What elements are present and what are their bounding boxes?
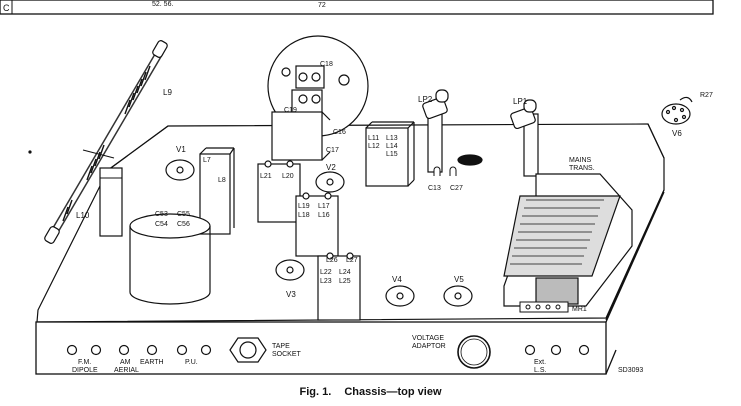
- label-l23: L23: [320, 278, 332, 285]
- label-l16: L16: [318, 212, 330, 219]
- lamp-holder-lp1: [510, 99, 539, 177]
- tuning-capacitor-c18-c19: [267, 35, 369, 161]
- header-note-mid: 72: [318, 2, 326, 9]
- panel-label-fm: F.M.: [78, 359, 91, 366]
- valve-base-v3: [275, 259, 305, 281]
- caption-title: Chassis—top view: [344, 386, 442, 398]
- valve-base-v5: [443, 285, 473, 307]
- panel-sockets: [66, 344, 590, 356]
- header-note-left: 52. 56.: [152, 1, 173, 8]
- panel-label-aerial: AERIAL: [114, 367, 139, 374]
- label-l11: L11: [368, 135, 379, 142]
- rectifier-mr1: [519, 301, 569, 313]
- panel-label-tape-2: SOCKET: [272, 351, 302, 358]
- capacitors-c13-c27: [433, 166, 457, 176]
- label-c17: C17: [326, 147, 339, 154]
- label-l15: L15: [386, 151, 398, 158]
- label-mains-1: MAINS: [569, 157, 592, 164]
- panel-label-am: AM: [120, 359, 131, 366]
- valve-v6: [661, 96, 693, 125]
- panel-label-earth: EARTH: [140, 359, 164, 366]
- label-l21: L21: [260, 173, 272, 180]
- label-c54: C54: [155, 221, 168, 228]
- label-c56: C56: [177, 221, 190, 228]
- panel-label-voltage-2: ADAPTOR: [412, 343, 446, 350]
- label-l10: L10: [76, 211, 90, 220]
- label-v4: V4: [392, 275, 402, 284]
- label-c16: C16: [333, 129, 346, 136]
- label-l18: L18: [298, 212, 310, 219]
- drawing-ref: SD3093: [618, 367, 643, 374]
- label-lp2: LP2: [418, 95, 433, 104]
- label-l12: L12: [368, 143, 380, 150]
- figure-caption: Fig. 1. Chassis—top view: [0, 386, 741, 398]
- label-c27: C27: [450, 185, 463, 192]
- label-l7: L7: [203, 157, 211, 164]
- panel-label-pu: P.U.: [185, 359, 198, 366]
- coil-can-l20-l21: [257, 160, 301, 223]
- coil-can-l16-l19: [295, 192, 339, 257]
- label-l20: L20: [282, 173, 294, 180]
- electrolytic-capacitor-c53-c56: [129, 213, 211, 305]
- coil-can-l11-l15: [365, 121, 415, 187]
- tape-socket: [229, 337, 267, 363]
- label-l14: L14: [386, 143, 398, 150]
- label-l25: L25: [339, 278, 351, 285]
- header-row-letter: C: [3, 3, 10, 13]
- voltage-adaptor-knob: [457, 335, 491, 369]
- lamp-holder-lp2: [422, 89, 483, 173]
- coil-can-l7-l8: [199, 147, 235, 235]
- label-c19: C19: [284, 107, 297, 114]
- label-v3: V3: [286, 290, 296, 299]
- label-mr1: MR1: [572, 306, 587, 313]
- label-r27: R27: [700, 92, 713, 99]
- label-l27: L27: [346, 257, 358, 264]
- label-v6: V6: [672, 129, 682, 138]
- label-mains-2: TRANS.: [569, 165, 595, 172]
- label-l24: L24: [339, 269, 351, 276]
- label-lp1: LP1: [513, 97, 528, 106]
- label-c53: C53: [155, 211, 168, 218]
- label-l26: L26: [326, 257, 338, 264]
- panel-label-ext: Ext.: [534, 359, 546, 366]
- panel-label-dipole: DIPOLE: [72, 367, 98, 374]
- valve-base-v1: [165, 159, 195, 181]
- label-l8: L8: [218, 177, 226, 184]
- caption-fig: Fig. 1.: [299, 386, 332, 398]
- header-strip: C 52. 56. 72: [0, 0, 714, 15]
- mains-transformer: [503, 173, 633, 307]
- label-l9: L9: [163, 88, 172, 97]
- label-c13: C13: [428, 185, 441, 192]
- panel-label-ls: L.S.: [534, 367, 547, 374]
- front-panel: [35, 191, 665, 375]
- label-c18: C18: [320, 61, 333, 68]
- label-v5: V5: [454, 275, 464, 284]
- coil-can-l22-l27: [317, 252, 361, 321]
- panel-label-voltage-1: VOLTAGE: [412, 335, 444, 342]
- label-l22: L22: [320, 269, 332, 276]
- valve-base-v4: [385, 285, 415, 307]
- label-l13: L13: [386, 135, 398, 142]
- valve-base-v2: [315, 171, 345, 193]
- label-c55: C55: [177, 211, 190, 218]
- panel-label-tape-1: TAPE: [272, 343, 290, 350]
- label-v2: V2: [326, 163, 336, 172]
- label-l19: L19: [298, 203, 310, 210]
- label-v1: V1: [176, 145, 186, 154]
- label-l17: L17: [318, 203, 330, 210]
- coil-l9-assembly: [44, 40, 168, 244]
